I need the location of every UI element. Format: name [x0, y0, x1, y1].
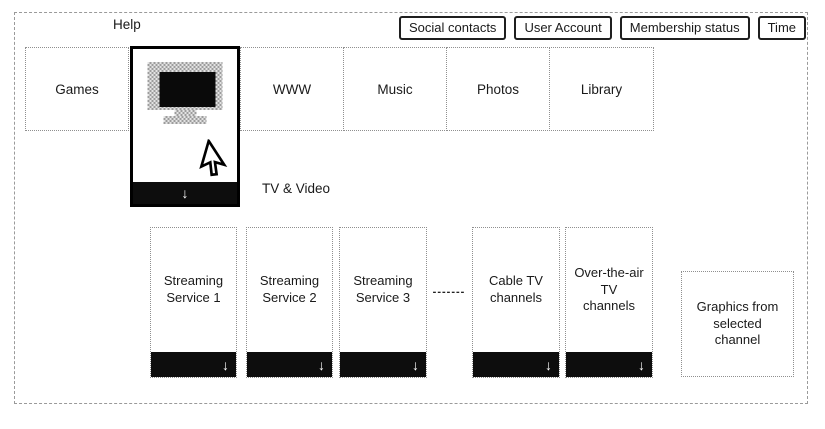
- card-expand-bar[interactable]: ↓: [247, 352, 332, 377]
- time-box[interactable]: Time: [757, 16, 806, 40]
- card-cable-tv-channels[interactable]: Cable TV channels ↓: [472, 227, 560, 378]
- card-streaming-service-2[interactable]: Streaming Service 2 ↓: [246, 227, 333, 378]
- tv-stand-base: [163, 116, 207, 124]
- menu-item-music[interactable]: Music: [343, 47, 447, 131]
- card-expand-bar[interactable]: ↓: [566, 352, 652, 377]
- tv-screen: [159, 72, 216, 107]
- menu-item-tv-video-selected[interactable]: ↓: [130, 46, 240, 207]
- card-expand-bar[interactable]: ↓: [340, 352, 426, 377]
- mouse-cursor-icon: [199, 138, 228, 177]
- card-label: Streaming Service 3: [353, 273, 413, 305]
- card-label: Streaming Service 2: [259, 273, 320, 305]
- card-streaming-service-1[interactable]: Streaming Service 1 ↓: [150, 227, 237, 378]
- card-expand-bar[interactable]: ↓: [151, 352, 236, 377]
- down-arrow-icon: ↓: [412, 356, 419, 373]
- tile-expand-bar[interactable]: ↓: [133, 182, 237, 204]
- selected-item-label: TV & Video: [262, 181, 331, 196]
- menu-item-games[interactable]: Games: [25, 47, 129, 131]
- menu-item-library[interactable]: Library: [549, 47, 654, 131]
- down-arrow-icon: ↓: [638, 356, 645, 373]
- card-over-the-air-tv-channels[interactable]: Over-the-air TV channels ↓: [565, 227, 653, 378]
- card-label: Over-the-air TV channels: [574, 265, 644, 314]
- status-bar: Social contacts User Account Membership …: [399, 16, 806, 40]
- tv-stand-neck: [174, 110, 196, 116]
- card-label: Cable TV channels: [489, 273, 543, 305]
- user-account-box[interactable]: User Account: [514, 16, 612, 40]
- down-arrow-icon: ↓: [545, 356, 552, 373]
- down-arrow-icon: ↓: [222, 356, 229, 373]
- down-arrow-icon: ↓: [318, 356, 325, 373]
- card-label: Streaming Service 1: [163, 273, 224, 305]
- channel-graphics-preview: Graphics from selected channel: [681, 271, 794, 377]
- more-items-ellipsis: -------: [432, 286, 466, 298]
- membership-status-box[interactable]: Membership status: [619, 16, 750, 40]
- menu-item-www[interactable]: WWW: [240, 47, 344, 131]
- card-streaming-service-3[interactable]: Streaming Service 3 ↓: [339, 227, 427, 378]
- menu-item-photos[interactable]: Photos: [446, 47, 550, 131]
- tv-icon: [147, 62, 223, 124]
- help-label[interactable]: Help: [113, 17, 141, 32]
- down-arrow-icon: ↓: [181, 185, 189, 201]
- card-expand-bar[interactable]: ↓: [473, 352, 559, 377]
- social-contacts-box[interactable]: Social contacts: [399, 16, 507, 40]
